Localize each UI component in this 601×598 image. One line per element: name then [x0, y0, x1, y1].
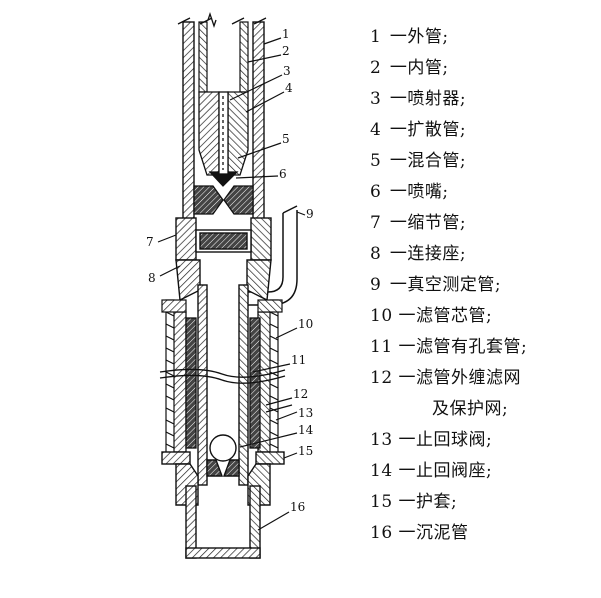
legend-number: 10	[370, 306, 393, 326]
callout-8: 8	[148, 271, 156, 285]
legend-number: 16	[370, 523, 393, 543]
legend-item: 5 一混合管;	[370, 146, 595, 177]
legend-item: 3 一喷射器;	[370, 84, 595, 115]
callout-13: 13	[298, 406, 313, 420]
legend-item: 14 一止回阀座;	[370, 456, 595, 487]
legend-text: 一混合管;	[389, 151, 467, 171]
callout-6: 6	[279, 167, 287, 181]
legend-item: 15 一护套;	[370, 487, 595, 518]
callout-5: 5	[282, 132, 290, 146]
legend-item: 7 一缩节管;	[370, 208, 595, 239]
legend-text: 一连接座;	[389, 244, 467, 264]
legend-number: 1	[370, 27, 382, 47]
legend-number: 9	[370, 275, 382, 295]
legend-item: 6 一喷嘴;	[370, 177, 595, 208]
legend-number: 7	[370, 213, 382, 233]
legend-number: 4	[370, 120, 382, 140]
legend-text: 一喷嘴;	[389, 182, 449, 202]
legend-number: 12	[370, 368, 393, 388]
sediment-pipe	[185, 485, 261, 559]
callout-14: 14	[298, 423, 314, 437]
legend-number: 5	[370, 151, 382, 171]
legend-text: 一喷射器;	[389, 89, 467, 109]
callout-15: 15	[298, 444, 313, 458]
legend-item: 13 一止回球阀;	[370, 425, 595, 456]
legend-item: 2 一内管;	[370, 53, 595, 84]
leader-lines	[157, 37, 306, 531]
legend-item: 8 一连接座;	[370, 239, 595, 270]
legend-item: 及保护网;	[370, 394, 595, 425]
legend-number: 2	[370, 58, 382, 78]
legend-item: 12 一滤管外缠滤网	[370, 363, 595, 394]
legend-number: 3	[370, 89, 382, 109]
nozzle-seat	[193, 185, 254, 215]
legend-item: 4 一扩散管;	[370, 115, 595, 146]
legend-number: 13	[370, 430, 393, 450]
callout-7: 7	[146, 235, 154, 249]
callout-10: 10	[298, 317, 313, 331]
legend-item: 10 一滤管芯管;	[370, 301, 595, 332]
callout-1: 1	[282, 27, 290, 41]
legend-item: 1 一外管;	[370, 22, 595, 53]
legend-number: 6	[370, 182, 382, 202]
callout-2: 2	[282, 44, 290, 58]
legend-item: 9 一真空测定管;	[370, 270, 595, 301]
check-ball-valve	[206, 434, 240, 477]
legend-item: 11 一滤管有孔套管;	[370, 332, 595, 363]
callout-9: 9	[306, 207, 314, 221]
legend-number: 11	[370, 337, 393, 357]
legend-text: 一止回阀座;	[398, 461, 493, 481]
legend-text: 一外管;	[389, 27, 449, 47]
legend-item: 16 一沉泥管	[370, 518, 595, 549]
legend-text: 及保护网;	[432, 399, 509, 419]
legend-number: 15	[370, 492, 393, 512]
legend-text: 一内管;	[389, 58, 449, 78]
connecting-seat	[175, 259, 272, 302]
reducer-joint	[175, 217, 272, 261]
legend-text: 一沉泥管	[398, 523, 469, 543]
legend-number: 8	[370, 244, 382, 264]
legend-text: 一止回球阀;	[398, 430, 493, 450]
pipe-break-marks	[159, 368, 286, 384]
filter-core-pipe	[197, 284, 249, 486]
legend-text: 一护套;	[398, 492, 458, 512]
callout-16: 16	[290, 500, 305, 514]
legend-number: 14	[370, 461, 393, 481]
inner-pipe	[198, 21, 249, 93]
legend-text: 一真空测定管;	[389, 275, 502, 295]
legend-text: 一扩散管;	[389, 120, 467, 140]
break-marks	[177, 11, 267, 29]
legend-text: 一缩节管;	[389, 213, 467, 233]
legend-text: 一滤管芯管;	[398, 306, 493, 326]
callout-4: 4	[285, 81, 293, 95]
callout-3: 3	[283, 64, 291, 78]
ejector	[198, 91, 249, 187]
callout-11: 11	[291, 353, 306, 367]
legend-text: 一滤管外缠滤网	[398, 368, 522, 388]
callout-12: 12	[293, 387, 308, 401]
legend-text: 一滤管有孔套管;	[398, 337, 528, 357]
callout-labels: 1 2 3 4 5 6 7 8 9 10 11 12 13 14 15 16	[146, 27, 314, 514]
parts-legend: 1 一外管;2 一内管;3 一喷射器;4 一扩散管;5 一混合管;6 一喷嘴;7…	[370, 22, 595, 549]
